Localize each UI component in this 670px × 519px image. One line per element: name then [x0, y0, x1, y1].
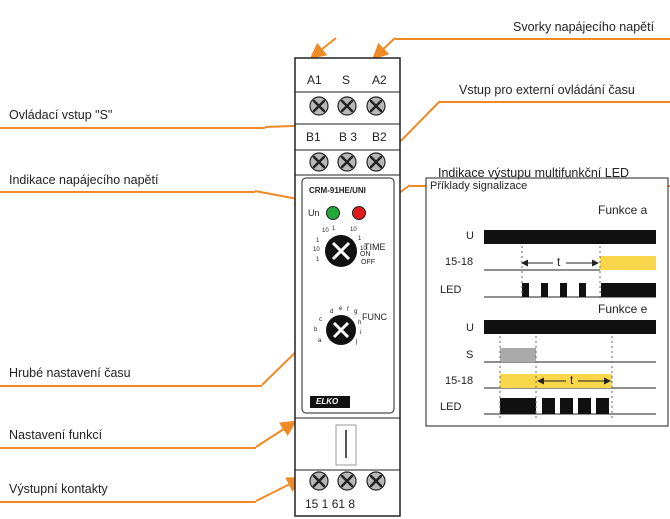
row-a-1518: 15-18: [445, 256, 474, 268]
time-scale-6: 10: [360, 246, 367, 252]
timing-function-e: [484, 320, 656, 420]
row-e-s: S: [466, 349, 474, 361]
time-scale-0: 10: [322, 228, 329, 234]
row-a-u: U: [466, 230, 474, 242]
callout-line-coarse: [0, 385, 262, 387]
led-red: [352, 206, 366, 220]
time-scale-2: 10: [350, 227, 357, 233]
time-scale-7: 1: [316, 257, 320, 263]
terminal-b2: B2: [372, 130, 387, 144]
callout-line-function: [0, 447, 256, 449]
func-letter-f: f: [347, 307, 349, 313]
function-e-label: Funkce e: [598, 302, 648, 316]
row-e-u: U: [466, 322, 474, 334]
time-scale-1: 1: [332, 226, 336, 232]
func-letter-e: e: [339, 306, 343, 312]
func-letter-g: g: [354, 309, 358, 315]
callout-line-output: [0, 501, 256, 503]
led-green: [326, 206, 340, 220]
function-a-label: Funkce a: [598, 203, 648, 217]
time-scale-5: 10: [313, 247, 320, 253]
func-letter-b: b: [314, 327, 318, 333]
time-scale-3: 1: [316, 238, 320, 244]
callout-line-supply: [395, 38, 670, 40]
terminal-a1: A1: [307, 73, 322, 87]
signal-panel-title: Příklady signalizace: [430, 180, 528, 192]
func-letter-h: h: [358, 320, 362, 326]
time-label: TIME: [364, 242, 386, 252]
label-control-input-s: Ovládací vstup "S": [9, 108, 113, 122]
off-label: OFF: [361, 259, 375, 266]
callout-line-supply-ind: [0, 191, 255, 193]
label-multifunction-led: Indikace výstupu multifunkční LED: [438, 166, 630, 180]
label-output-contacts: Výstupní kontakty: [9, 482, 108, 496]
un-label: Un: [308, 208, 320, 218]
label-external-time-input: Vstup pro externí ovládání času: [459, 83, 635, 97]
func-letter-c: c: [319, 317, 322, 323]
terminal-s: S: [342, 73, 351, 87]
model-label: CRM-91HE/UNI: [309, 186, 366, 195]
brand-label: ELKO: [316, 397, 339, 406]
row-a-led: LED: [440, 284, 462, 296]
relay-device: [294, 57, 401, 517]
terminal-b3: B 3: [339, 130, 358, 144]
label-supply-indication: Indikace napájecího napětí: [9, 173, 159, 187]
func-letter-j: j: [356, 339, 358, 345]
terminal-a2: A2: [372, 73, 387, 87]
timing-function-a: [484, 230, 656, 300]
t-label-e: t: [570, 373, 574, 387]
func-label: FUNC: [362, 312, 387, 322]
label-coarse-time: Hrubé nastavení času: [9, 366, 131, 380]
terminal-bottom: 15 1 61 8: [305, 497, 356, 511]
callout-line-external: [440, 101, 670, 103]
label-supply-terminals: Svorky napájecího napětí: [513, 20, 655, 34]
row-e-1518: 15-18: [445, 375, 474, 387]
t-label-a: t: [557, 255, 561, 269]
terminal-b1: B1: [306, 130, 321, 144]
time-scale-4: 1: [358, 236, 362, 242]
func-letter-d: d: [330, 309, 334, 315]
func-letter-a: a: [318, 338, 322, 344]
on-label: ON: [360, 251, 371, 258]
callout-line-control-s: [0, 127, 265, 129]
brand-plate: [310, 396, 350, 408]
func-letter-i: i: [360, 330, 362, 336]
label-function-setting: Nastavení funkcí: [9, 428, 103, 442]
row-e-led: LED: [440, 401, 462, 413]
